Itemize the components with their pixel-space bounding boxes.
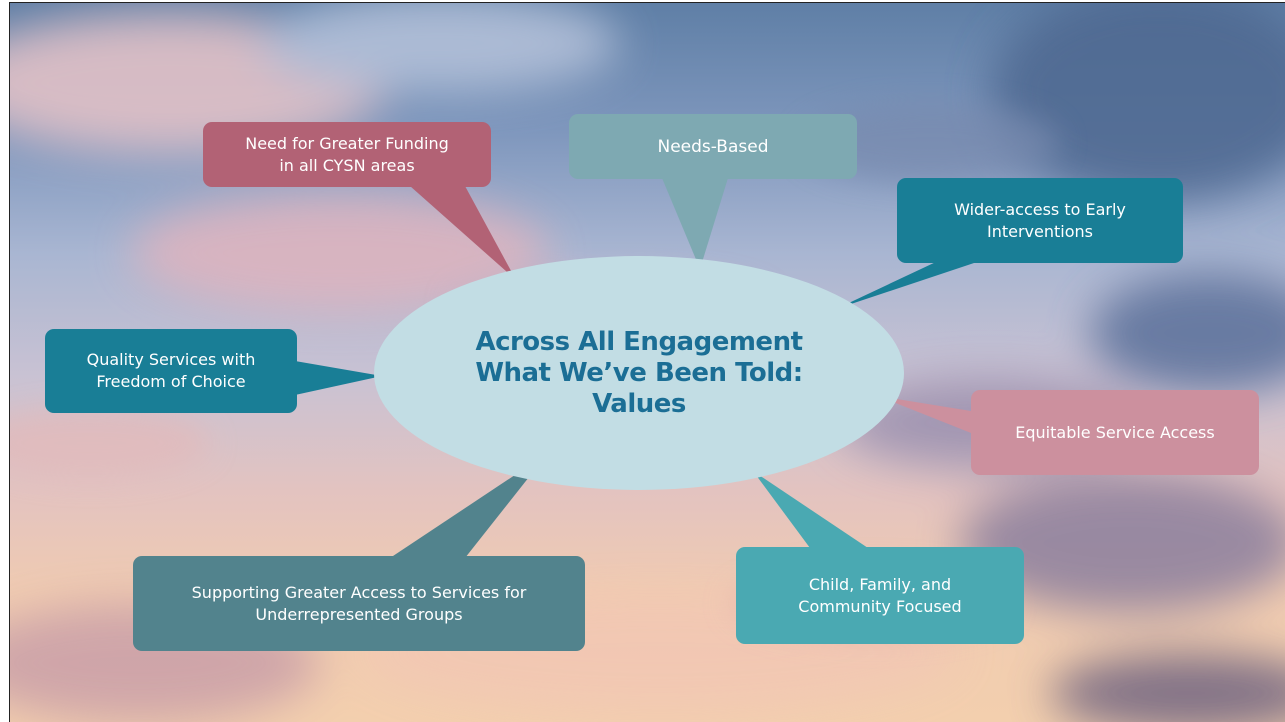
center-title: Across All Engagement What We’ve Been To… [475,326,803,419]
equitable-pointer [878,396,971,433]
child-family-pointer [753,471,868,548]
callout-pointers [295,178,980,558]
callout-supporting-access: Supporting Greater Access to Services fo… [133,556,585,651]
supporting-pointer [390,453,548,558]
wider-access-pointer [836,261,980,309]
slide: Across All Engagement What We’ve Been To… [9,2,1285,722]
funding-pointer [410,186,516,280]
needs-based-pointer [662,178,728,269]
callout-wider-access: Wider-access to Early Interventions [897,178,1183,263]
quality-pointer [295,361,382,395]
center-ellipse [374,256,904,490]
callout-funding: Need for Greater Funding in all CYSN are… [203,122,491,187]
callout-quality-services: Quality Services with Freedom of Choice [45,329,297,413]
callout-needs-based: Needs-Based [569,114,857,179]
callout-child-family-community: Child, Family, and Community Focused [736,547,1024,644]
callout-equitable-access: Equitable Service Access [971,390,1259,475]
